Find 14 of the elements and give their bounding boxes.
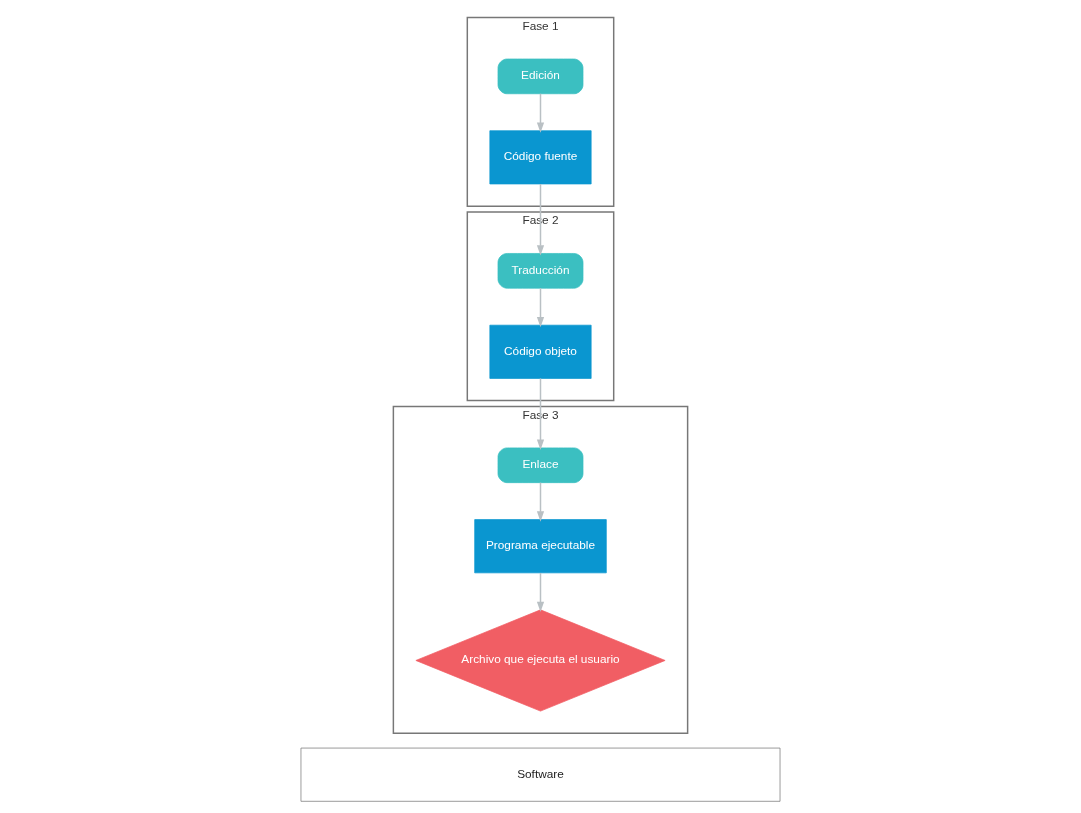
node-box: Edición: [497, 58, 584, 95]
arrow: [536, 377, 545, 450]
arrow: [536, 93, 545, 133]
node-box: Traducción: [497, 253, 584, 289]
node-box: Código fuente: [489, 130, 592, 185]
node-box: Programa ejecutable: [474, 519, 607, 574]
arrow: [536, 183, 545, 256]
node-diamond: Archivo que ejecuta el usuario: [415, 609, 666, 712]
arrow: [536, 481, 545, 522]
node-box: Software: [300, 747, 781, 802]
arrow: [536, 287, 545, 328]
node-box: Código objeto: [489, 324, 592, 379]
node-box: Enlace: [497, 447, 584, 483]
arrow: [536, 572, 545, 612]
